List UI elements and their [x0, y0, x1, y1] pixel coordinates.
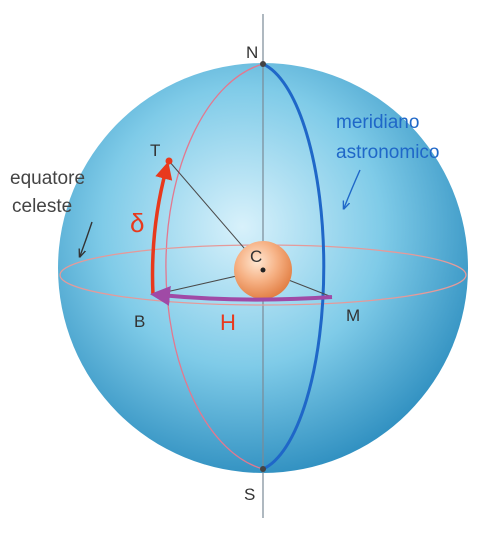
south-pole-point	[260, 466, 266, 472]
star-point	[165, 157, 173, 165]
label-meridian-line2: astronomico	[336, 142, 440, 163]
meridian-pointer-arrow	[344, 169, 361, 208]
label-center: C	[250, 247, 262, 266]
center-point	[260, 267, 266, 273]
label-meridian-line1: meridiano	[336, 112, 419, 133]
astronomical-meridian	[262, 62, 326, 471]
label-star: T	[150, 141, 160, 160]
north-pole-point	[260, 61, 266, 67]
label-north: N	[246, 43, 258, 62]
hour-circle	[165, 63, 264, 470]
label-meridian-point: M	[346, 306, 360, 325]
equator-pointer-arrow	[80, 221, 93, 256]
label-south: S	[244, 485, 255, 504]
declination-arc	[150, 161, 173, 296]
label-equator-point: B	[134, 312, 145, 331]
hour-angle-arc	[150, 285, 333, 306]
label-hour-angle: H	[220, 310, 236, 335]
label-declination: δ	[130, 208, 144, 238]
label-equator-line1: equatore	[10, 168, 85, 189]
label-equator-line2: celeste	[12, 196, 72, 217]
